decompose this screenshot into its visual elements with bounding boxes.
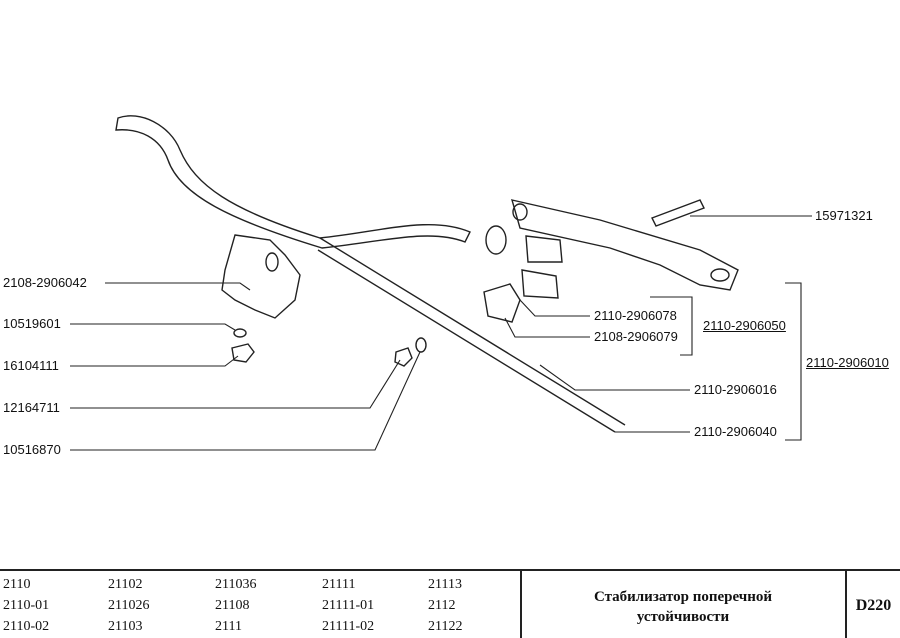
nut-left — [231, 343, 255, 363]
model-cell: 2111 — [215, 619, 242, 634]
link-arm — [511, 199, 739, 291]
part-label: 2110-2906040 — [694, 424, 777, 439]
model-cell: 21103 — [108, 619, 143, 634]
bracket — [221, 234, 301, 319]
title-line: Стабилизатор поперечной — [593, 589, 773, 605]
model-cell: 211026 — [108, 598, 150, 613]
part-label: 2108-2906079 — [594, 329, 678, 344]
stabilizer-bar — [115, 115, 471, 249]
model-cell: 21113 — [428, 577, 462, 592]
diagram-title: Стабилизатор поперечной устойчивости — [522, 587, 844, 627]
assembly-label: 2110-2906010 — [806, 355, 889, 370]
model-cell: 21111 — [322, 577, 356, 592]
stabilizer-diagram — [70, 115, 812, 451]
model-cell: 21102 — [108, 577, 143, 592]
divider — [520, 571, 522, 638]
part-label: 10516870 — [3, 442, 61, 457]
title-line: устойчивости — [636, 609, 730, 625]
part-label: 2110-2906078 — [594, 308, 677, 323]
model-cell: 2112 — [428, 598, 456, 613]
part-label: 15971321 — [815, 208, 873, 223]
model-cell: 21111-01 — [322, 598, 375, 613]
part-label: 16104111 — [3, 358, 59, 373]
part-label: 10519601 — [3, 316, 61, 331]
bolt — [651, 199, 705, 227]
stabilizer-bar-long — [317, 237, 626, 433]
divider — [845, 571, 847, 638]
part-label: 2108-2906042 — [3, 275, 87, 290]
part-label: 2110-2906016 — [694, 382, 777, 397]
assembly-label: 2110-2906050 — [703, 318, 786, 333]
sheet-code: D220 — [855, 597, 892, 614]
model-cell: 21111-02 — [322, 619, 375, 634]
model-cell: 2110-02 — [3, 619, 50, 634]
model-cell: 2110 — [3, 577, 31, 592]
model-cell: 2110-01 — [3, 598, 50, 613]
model-cell: 21108 — [215, 598, 250, 613]
model-cell: 211036 — [215, 577, 257, 592]
part-label: 12164711 — [3, 400, 60, 415]
title-block: 2110 2110-01 2110-02 21102 211026 21103 … — [0, 569, 900, 638]
model-cell: 21122 — [428, 619, 463, 634]
